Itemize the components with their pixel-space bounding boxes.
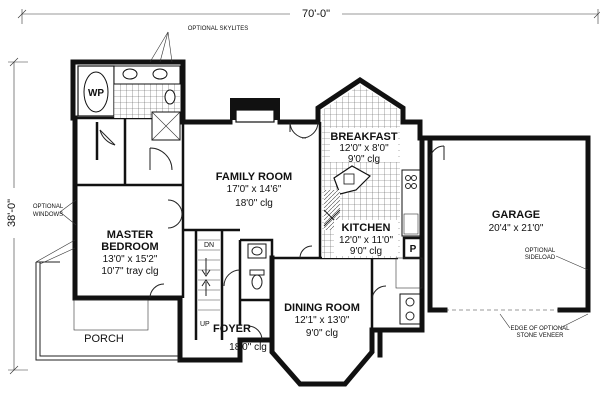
overall-depth-label: 38'-0" [6,199,18,227]
windows-note-line1: OPTIONAL [33,204,64,210]
dining-room-ceiling: 9'0" clg [306,328,338,339]
overall-width-label: 70'-0" [302,8,330,20]
master-bath: WP [77,65,181,171]
kitchen-label: KITCHEN 12'0" x 11'0" 9'0" clg [334,220,398,257]
veneer-note-line1: EDGE OF OPTIONAL [510,326,570,332]
breakfast-size: 12'0" x 8'0" [339,143,389,154]
master-bedroom-label: MASTER BEDROOM 13'0" x 15'2" 10'7" tray … [101,229,158,277]
garage-label: GARAGE 20'4" x 21'0" [489,209,544,234]
fireplace [230,98,280,123]
breakfast-ceiling: 9'0" clg [348,154,380,165]
master-bedroom-name-line2: BEDROOM [101,241,158,253]
windows-note: OPTIONAL WINDOWS [33,199,77,226]
dining-room-name: DINING ROOM [284,302,360,314]
stairs: DN UP [198,239,220,328]
breakfast-name: BREAKFAST [330,131,398,143]
doors [149,199,387,341]
powder-room [247,243,267,290]
width-dimension: 70'-0" [17,6,600,24]
master-bedroom-size: 13'0" x 15'2" [103,254,158,265]
pantry-label: P [410,244,417,255]
dining-room-size: 12'1" x 13'0" [295,315,350,326]
veneer-note-line2: STONE VENEER [517,333,565,339]
porch: PORCH [35,239,180,361]
kitchen-size: 12'0" x 11'0" [339,235,394,246]
family-room-name: FAMILY ROOM [216,171,292,183]
breakfast-label: BREAKFAST 12'0" x 8'0" 9'0" clg [330,128,398,165]
interior-walls [75,116,424,340]
family-room-ceiling: 18'0" clg [235,198,273,209]
foyer-name: FOYER [213,323,251,335]
kitchen-ceiling: 9'0" clg [350,246,382,257]
foyer-ceiling: 18'0" clg [229,342,267,353]
depth-dimension: 38'-0" [4,57,28,375]
sideload-note-line2: SIDELOAD [525,255,556,261]
stairs-up-label: UP [200,321,210,328]
family-room-label: FAMILY ROOM 17'0" x 14'6" 18'0" clg [216,171,292,209]
kitchen-name: KITCHEN [342,222,391,234]
master-bedroom-ceiling: 10'7" tray clg [101,266,158,277]
stairs-down-label: DN [204,242,214,249]
sideload-note-line1: OPTIONAL [525,248,556,254]
skylites-note: OPTIONAL SKYLITES [149,26,248,63]
skylites-label: OPTIONAL SKYLITES [188,26,248,32]
porch-label: PORCH [84,333,124,345]
dining-room-label: DINING ROOM 12'1" x 13'0" 9'0" clg [284,302,360,339]
garage-size: 20'4" x 21'0" [489,223,544,234]
garage-area: OPTIONAL SIDELOAD EDGE OF OPTIONAL STONE… [429,145,589,339]
windows-note-line2: WINDOWS [33,212,63,218]
master-bedroom-name-line1: MASTER [107,229,154,241]
whirlpool-label: WP [88,88,104,99]
foyer-label: FOYER 18'0" clg [213,323,267,353]
family-room-size: 17'0" x 14'6" [227,184,282,195]
garage-name: GARAGE [492,209,540,221]
